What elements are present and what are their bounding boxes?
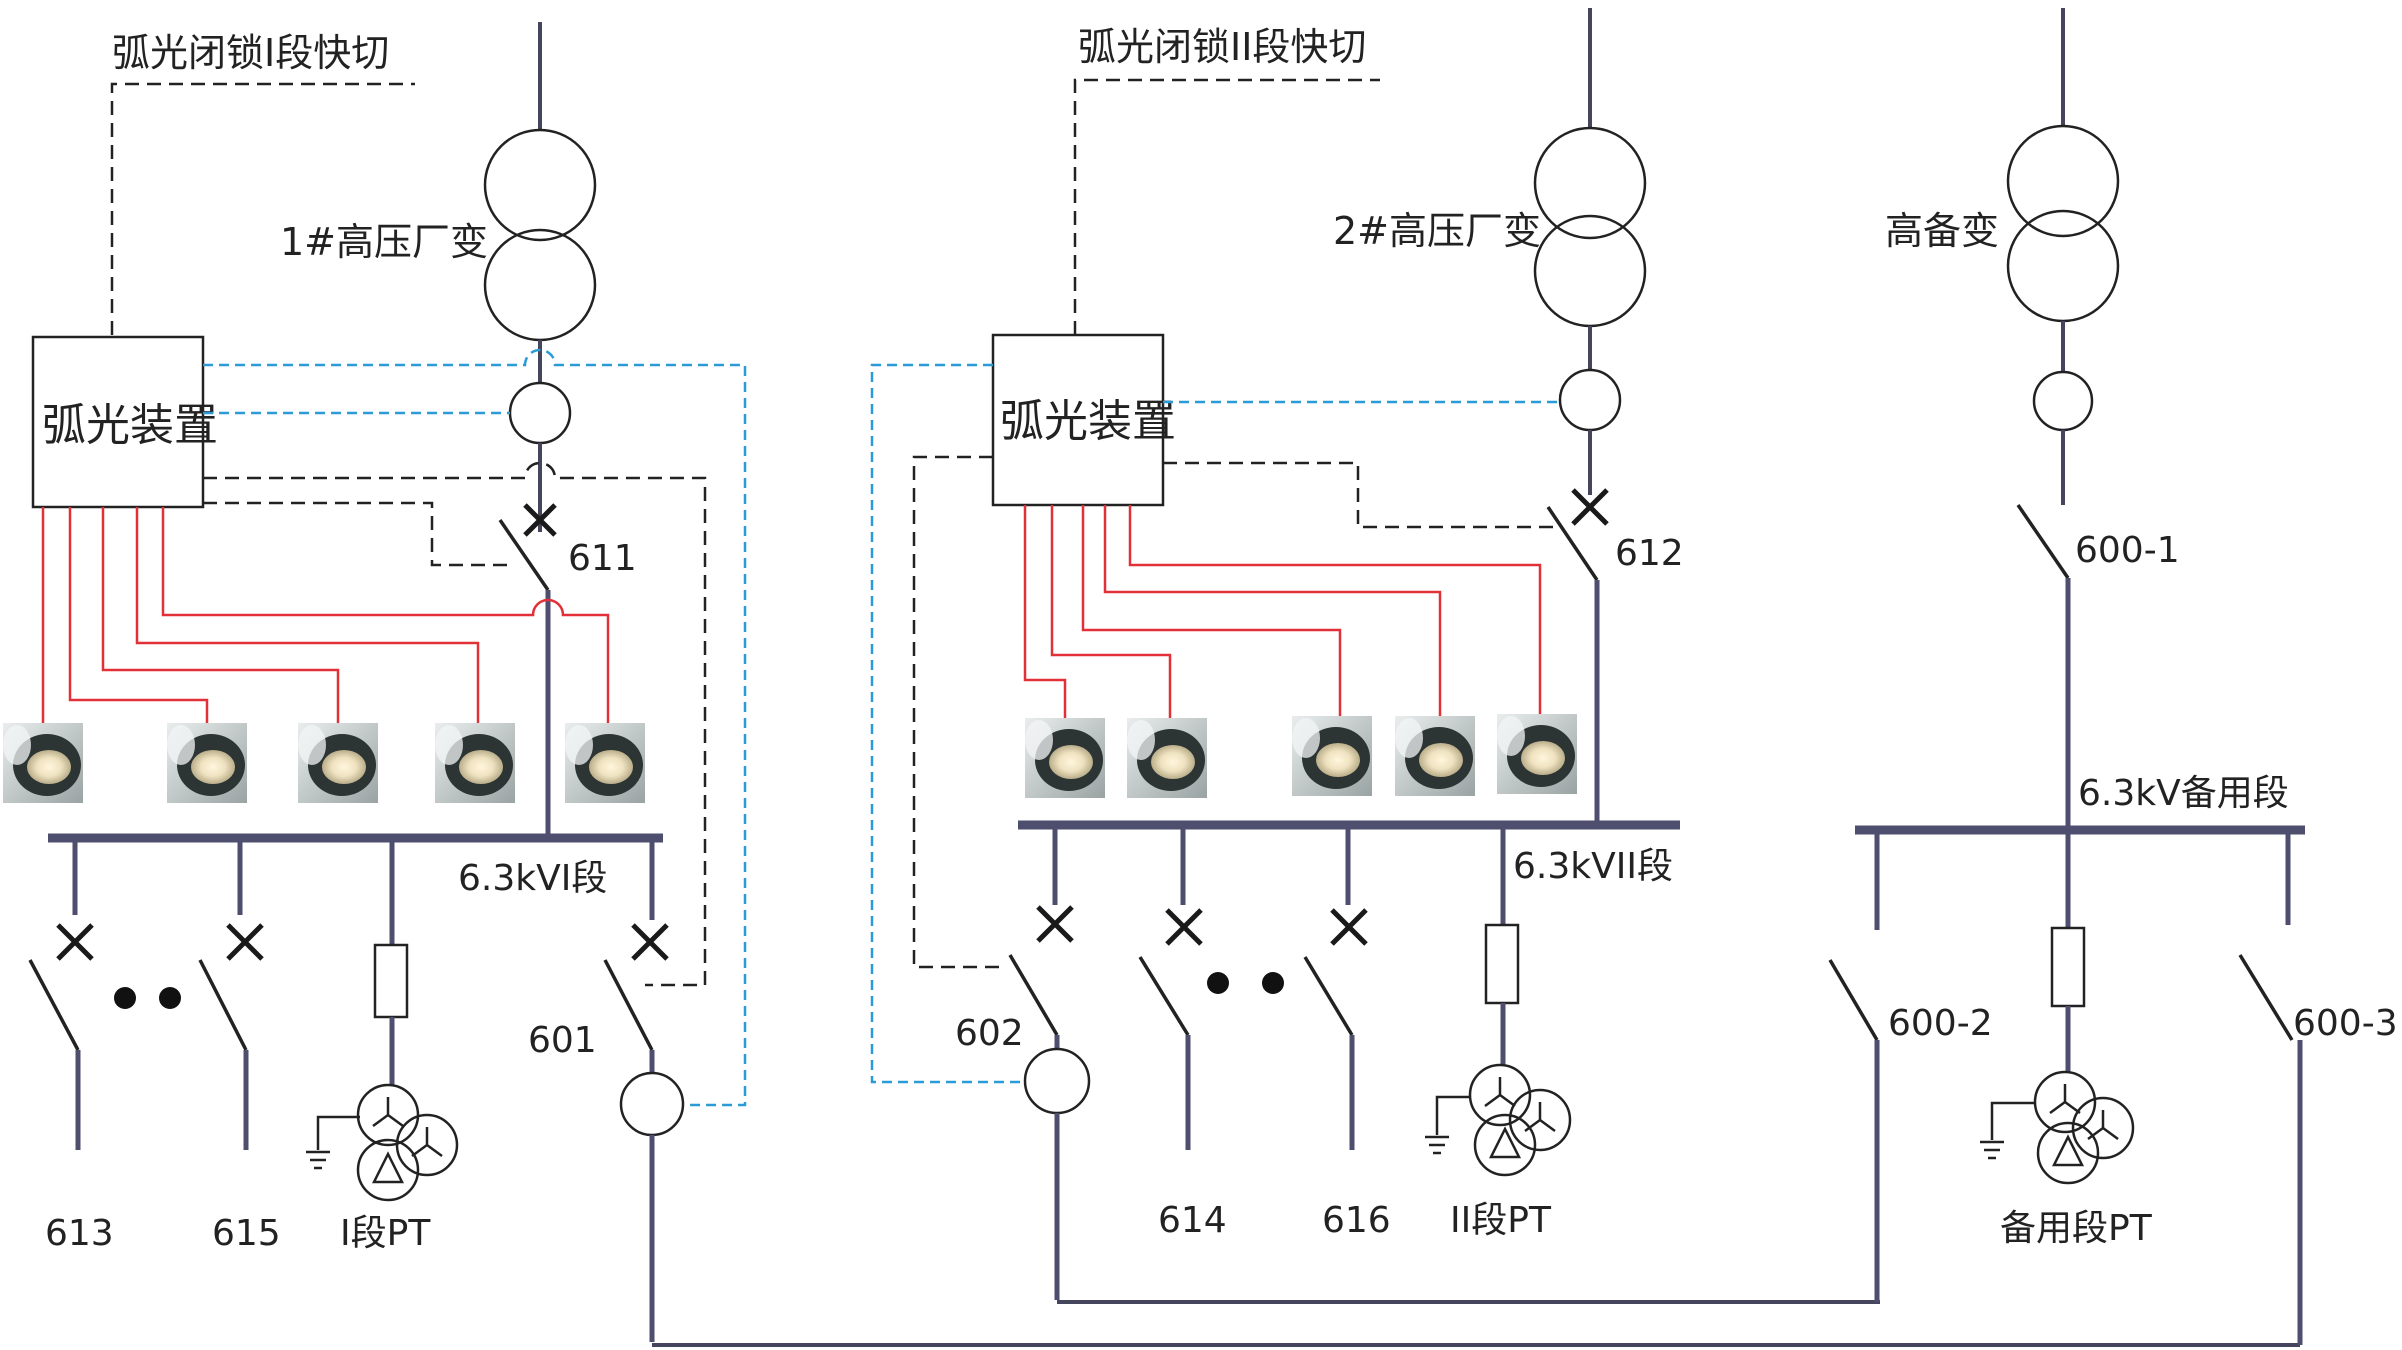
feeder-616-label: 616 [1322, 1200, 1391, 1241]
arc-light-sensor-icon [435, 723, 515, 803]
breaker-602-label: 602 [955, 1013, 1024, 1054]
arc-device-1-label: 弧光装置 [42, 400, 218, 451]
breaker-612-label: 612 [1615, 533, 1684, 574]
lock1-label: 弧光闭锁I段快切 [112, 31, 389, 75]
optic-wire-9 [1103, 505, 1442, 718]
arc-light-sensor-icon [298, 723, 378, 803]
transformer-2-lv-winding [1533, 214, 1647, 328]
optic-wire-8 [1081, 505, 1342, 718]
ct-602-icon [1023, 1047, 1091, 1115]
optic-wire-10 [1128, 505, 1542, 718]
optic-wire-3 [101, 507, 340, 723]
pt-ii-ground-wire [1435, 1095, 1470, 1135]
arc-light-sensor-icon [167, 723, 247, 803]
ct-601-icon [619, 1071, 685, 1137]
ct-wire-602 [870, 363, 1022, 1084]
lock1-dashed-leader [110, 82, 415, 335]
breaker-600-1-label: 600-1 [2075, 530, 2180, 571]
pt-i-label: I段PT [340, 1213, 431, 1254]
arc-light-sensor-icon [565, 723, 645, 803]
optic-wire-4 [135, 507, 480, 723]
pt-standby-ground-wire [1990, 1101, 2035, 1140]
arc-light-sensor-icon [3, 723, 83, 803]
breaker-616 [1303, 908, 1368, 1036]
transformer-standby-label: 高备变 [1885, 209, 1999, 253]
trip-wire-602 [912, 455, 1000, 969]
breaker-613 [28, 923, 94, 1051]
busbar-standby-label: 6.3kV备用段 [2078, 773, 2289, 814]
ct-611-icon [508, 381, 572, 445]
transformer-1-hv-winding [483, 128, 597, 242]
voltage-transformer-i-icon [356, 1083, 459, 1202]
ground-icon [306, 1150, 330, 1170]
arc-light-sensor-icon [1127, 718, 1207, 798]
ground-icon [1980, 1140, 2004, 1160]
busbar-section-i-label: 6.3kVI段 [458, 858, 607, 899]
voltage-transformer-standby-icon [2033, 1070, 2135, 1185]
transformer-2-label: 2#高压厂变 [1333, 209, 1541, 253]
lock2-dashed-leader [1073, 78, 1380, 335]
trip-wire-611 [203, 501, 512, 567]
ground-icon [1425, 1135, 1449, 1155]
feeder-615-label: 615 [212, 1213, 281, 1254]
ct-600-1-icon [2032, 370, 2094, 432]
arc-light-sensor-icon [1497, 714, 1577, 794]
breaker-601-label: 601 [528, 1020, 597, 1061]
pt-i-ground-wire [316, 1115, 360, 1150]
feeder-614-label: 614 [1158, 1200, 1227, 1241]
section-i: 弧光闭锁I段快切 1#高压厂变 611 弧光装置 [3, 22, 2300, 1347]
breaker-600-3-label: 600-3 [2293, 1003, 2398, 1044]
feeder-613-label: 613 [45, 1213, 114, 1254]
fuse-pt-standby [2050, 926, 2086, 1008]
transformer-1-lv-winding [483, 228, 597, 342]
breaker-611 [498, 503, 557, 591]
arc-device-2-label: 弧光装置 [1000, 396, 1176, 447]
optic-wire-7 [1050, 505, 1172, 718]
voltage-transformer-ii-icon [1468, 1063, 1572, 1177]
optic-wire-6 [1023, 505, 1067, 718]
ellipsis-dot [159, 987, 181, 1009]
breaker-600-2 [1828, 959, 1879, 1041]
fuse-pt-ii [1484, 923, 1520, 1005]
breaker-615 [198, 923, 264, 1051]
transformer-standby-lv-winding [2006, 209, 2120, 323]
breaker-602 [1008, 905, 1074, 1036]
ellipsis-dot [114, 987, 136, 1009]
pt-ii-label: II段PT [1450, 1200, 1552, 1241]
trip-wire-612 [1163, 461, 1558, 529]
fuse-pt-i [373, 943, 409, 1019]
breaker-600-1 [2016, 504, 2070, 579]
arc-light-sensor-icon [1292, 716, 1372, 796]
optic-wire-5 [161, 507, 610, 723]
optic-wire-2 [68, 507, 209, 723]
breaker-601 [603, 923, 669, 1051]
lock2-label: 弧光闭锁II段快切 [1078, 25, 1366, 69]
pt-standby-label: 备用段PT [2000, 1208, 2153, 1249]
arc-light-sensor-icon [1025, 718, 1105, 798]
breaker-614 [1138, 908, 1203, 1036]
transformer-1-label: 1#高压厂变 [280, 220, 488, 264]
arc-device-1 [31, 335, 205, 509]
section-standby: 高备变 600-1 6.3kV备用段 600-2 [1828, 8, 2398, 1345]
breaker-600-3 [2238, 954, 2294, 1041]
transformer-standby-hv-winding [2006, 124, 2120, 238]
transformer-2-hv-winding [1533, 126, 1647, 240]
ellipsis-dot [1262, 972, 1284, 994]
busbar-section-ii-label: 6.3kVII段 [1513, 846, 1673, 887]
breaker-612 [1546, 488, 1609, 581]
ct-wire-601 [203, 348, 747, 1107]
arc-device-2 [991, 333, 1165, 507]
ellipsis-dot [1207, 972, 1229, 994]
breaker-611-label: 611 [568, 538, 637, 579]
breaker-600-2-label: 600-2 [1888, 1003, 1993, 1044]
arc-light-sensor-icon [1395, 716, 1475, 796]
ct-612-icon [1558, 368, 1622, 432]
section-ii: 弧光闭锁II段快切 2#高压厂变 612 弧光装置 6 [870, 8, 1880, 1304]
